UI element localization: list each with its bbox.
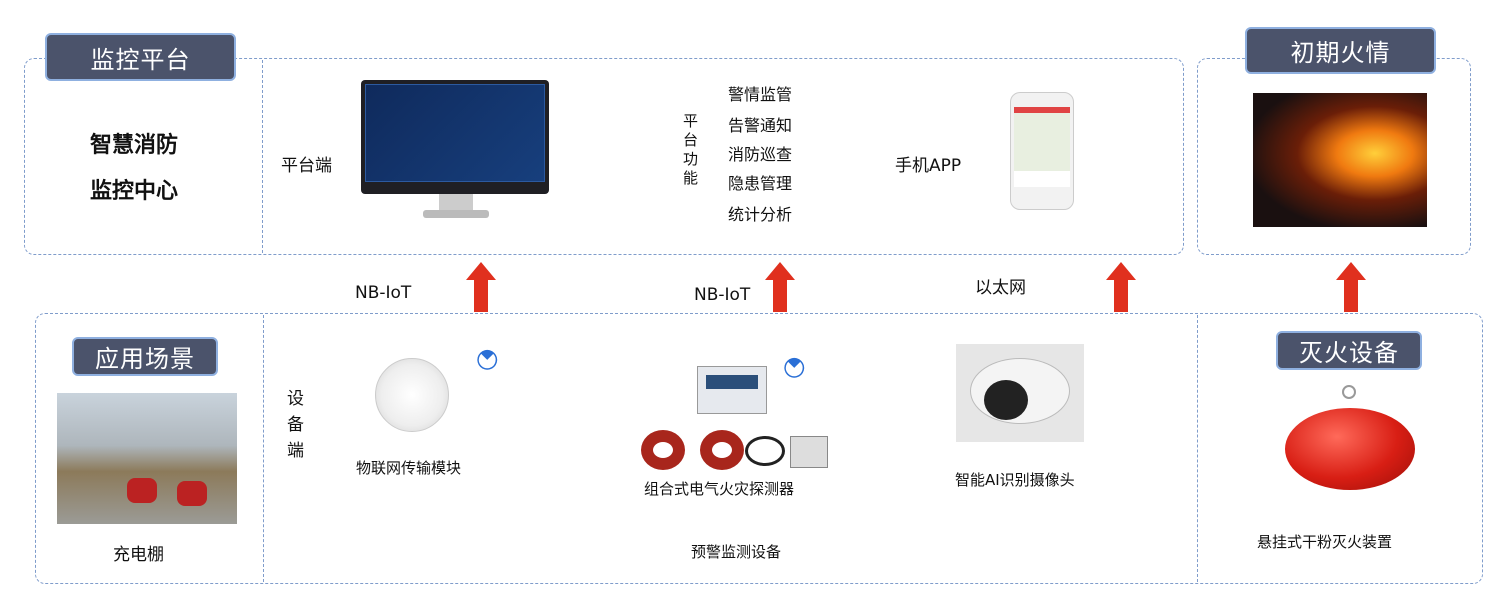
- device-label: 组合式电气火灾探测器: [644, 480, 795, 498]
- function-item: 消防巡查: [728, 145, 793, 164]
- function-item: 统计分析: [728, 205, 793, 224]
- scene-name: 充电棚: [113, 545, 164, 565]
- extinguisher-hook: [1342, 385, 1356, 399]
- link-label: NB-IoT: [694, 285, 751, 305]
- device-end-title: 设备端: [287, 389, 304, 461]
- up-arrow-icon: [1336, 262, 1366, 312]
- sensor-cable-image: [745, 436, 785, 466]
- application-scene-tag: 应用场景: [72, 337, 218, 376]
- center-title-2: 监控中心: [90, 179, 179, 204]
- platform-functions-title: 平台功能: [683, 112, 699, 187]
- application-panel: [35, 313, 1483, 584]
- extinguish-device-tag: 灭火设备: [1276, 331, 1422, 370]
- up-arrow-icon: [1106, 262, 1136, 312]
- charging-shed-image: [57, 393, 237, 524]
- function-item: 警情监管: [728, 85, 793, 104]
- iot-module-image: [375, 358, 449, 432]
- link-label: NB-IoT: [355, 283, 412, 303]
- link-label: 以太网: [975, 278, 1026, 298]
- detector-unit-image: [790, 436, 828, 468]
- up-arrow-icon: [466, 262, 496, 312]
- phone-image: [1010, 92, 1074, 210]
- monitoring-platform-panel: [24, 58, 1184, 255]
- divider: [262, 60, 263, 253]
- fire-image: [1253, 93, 1427, 227]
- extinguisher-image: [1285, 408, 1415, 490]
- center-title-1: 智慧消防: [90, 133, 179, 158]
- monitor-image: [361, 80, 549, 220]
- initial-fire-tag: 初期火情: [1245, 27, 1436, 74]
- ai-camera-image: [956, 344, 1084, 442]
- divider: [1197, 315, 1198, 582]
- function-item: 隐患管理: [728, 174, 793, 193]
- current-transformer-image: [700, 430, 744, 470]
- mobile-app-label: 手机APP: [895, 156, 962, 176]
- current-transformer-image: [641, 430, 685, 470]
- extinguisher-label: 悬挂式干粉灭火装置: [1257, 533, 1393, 551]
- platform-end-label: 平台端: [281, 156, 332, 176]
- up-arrow-icon: [765, 262, 795, 312]
- device-label: 智能AI识别摄像头: [955, 471, 1075, 489]
- device-group-label: 预警监测设备: [691, 543, 782, 561]
- electrical-fire-detector-image: [697, 366, 767, 414]
- monitoring-platform-tag: 监控平台: [45, 33, 236, 81]
- device-label: 物联网传输模块: [356, 459, 462, 477]
- function-item: 告警通知: [728, 116, 793, 135]
- divider: [263, 315, 264, 582]
